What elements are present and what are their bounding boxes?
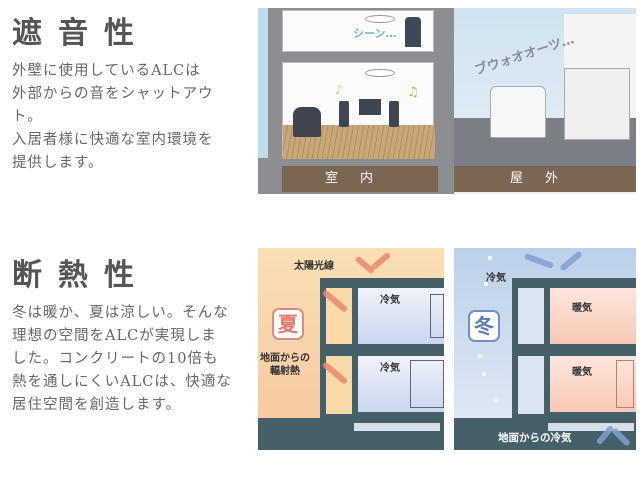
description-line: 入居者様に快適な室内環境を bbox=[12, 132, 214, 148]
warm-air-label-lower: 暖気 bbox=[572, 367, 592, 378]
ground-radiant-heat-label: 地面からの 輻射熱 bbox=[260, 353, 310, 377]
outdoor-street-scene: ブウォオオーツ… 屋外 bbox=[454, 8, 636, 194]
snow-dot bbox=[484, 282, 488, 286]
description-line: 熱を通しにくいALCは、快適な bbox=[12, 374, 232, 390]
snow-dot bbox=[494, 398, 498, 402]
snow-dot bbox=[478, 354, 482, 358]
summer-badge: 夏 bbox=[272, 308, 304, 340]
description-line: 提供します。 bbox=[12, 155, 104, 171]
description-line: 外壁に使用しているALCは bbox=[12, 63, 201, 79]
lower-room-warm: 暖気 bbox=[550, 356, 636, 412]
music-note-icon: ♪ bbox=[335, 83, 343, 97]
music-note-icon: ♫ bbox=[407, 85, 419, 100]
thermal-insulation-title: 断熱性 bbox=[12, 258, 150, 293]
upper-room-warm: 暖気 bbox=[550, 288, 636, 344]
person-playing-keyboard-icon bbox=[405, 17, 421, 47]
upper-room-cool: 冷気 bbox=[358, 288, 444, 344]
sound-insulation-illustration: シーン… ♪ ♫ 室内 ブウォオオーツ… 屋外 bbox=[258, 8, 636, 194]
snow-dot bbox=[488, 256, 492, 260]
box-truck-icon bbox=[564, 68, 630, 140]
outdoor-label: 屋外 bbox=[454, 166, 636, 192]
speaker-right-icon bbox=[389, 101, 399, 127]
building-section: 暖気 暖気 bbox=[512, 278, 636, 418]
building-section: 冷気 冷気 bbox=[320, 278, 444, 418]
ceiling-light-icon bbox=[365, 69, 395, 77]
lower-room: ♪ ♫ bbox=[282, 62, 435, 159]
person-on-sofa-icon bbox=[293, 107, 321, 137]
door-icon bbox=[430, 294, 444, 338]
snow-dot bbox=[482, 372, 486, 376]
loud-noise-text: ブウォオオーツ… bbox=[472, 32, 577, 79]
quiet-sound-text: シーン… bbox=[353, 27, 397, 40]
summer-diagram: 冷気 冷気 太陽光線 夏 地面からの 輻射熱 bbox=[258, 248, 444, 450]
lower-room-cool: 冷気 bbox=[358, 356, 444, 412]
indoor-building-cutaway: シーン… ♪ ♫ 室内 bbox=[258, 8, 450, 194]
ground-cold-air-label: 地面からの冷気 bbox=[498, 432, 572, 444]
ceiling-light-icon bbox=[365, 15, 395, 23]
door-icon bbox=[616, 360, 634, 408]
cool-air-label-upper: 冷気 bbox=[380, 295, 400, 306]
description-line: 居住空間を創造します。 bbox=[12, 397, 182, 413]
truck-front-icon bbox=[490, 86, 546, 138]
speaker-left-icon bbox=[339, 101, 349, 127]
description-line: 外部からの音をシャットアウト。 bbox=[12, 86, 214, 125]
cool-air-label-lower: 冷気 bbox=[380, 363, 400, 374]
closet-icon bbox=[410, 360, 444, 408]
description-line: した。コンクリートの10倍も bbox=[12, 351, 219, 367]
sound-insulation-title: 遮音性 bbox=[12, 16, 150, 51]
description-line: 理想の空間をALCが実現しま bbox=[12, 328, 217, 344]
cold-air-label: 冷気 bbox=[486, 273, 506, 284]
winter-diagram: 暖気 暖気 冷気 冬 地面からの冷気 bbox=[454, 248, 636, 450]
sound-insulation-description: 外壁に使用しているALCは 外部からの音をシャットアウト。 入居者様に快適な室内… bbox=[12, 60, 244, 175]
upper-room: シーン… bbox=[282, 10, 434, 52]
tv-icon bbox=[359, 99, 381, 115]
sunlight-label: 太陽光線 bbox=[294, 261, 334, 272]
thermal-insulation-description: 冬は暖か、夏は涼しい。そんな 理想の空間をALCが実現しま した。コンクリートの… bbox=[12, 302, 244, 417]
warm-air-label-upper: 暖気 bbox=[572, 303, 592, 314]
description-line: 冬は暖か、夏は涼しい。そんな bbox=[12, 305, 229, 321]
indoor-label: 室内 bbox=[282, 166, 438, 192]
winter-badge: 冬 bbox=[468, 310, 500, 342]
